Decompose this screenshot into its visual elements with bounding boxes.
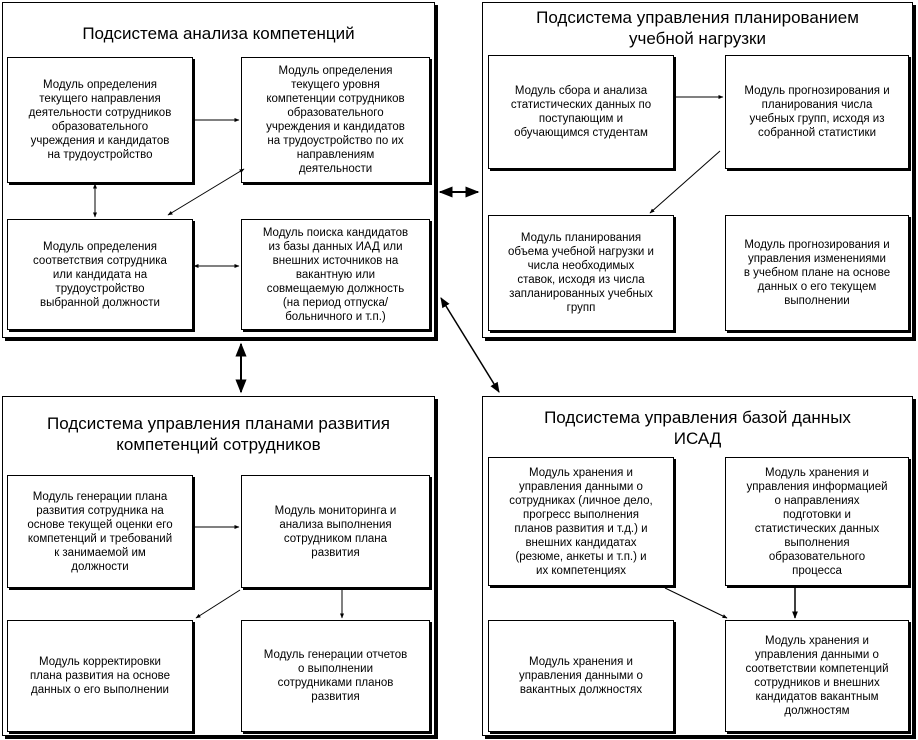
module-workload-volume: Модуль планирования объема учебной нагру… — [488, 215, 674, 331]
module-group-forecast: Модуль прогнозирования и планирования чи… — [725, 55, 909, 169]
module-plan-generation: Модуль генерации плана развития сотрудни… — [7, 475, 193, 588]
module-curriculum-forecast: Модуль прогнозирования и управления изме… — [725, 215, 909, 331]
module-report-generation: Модуль генерации отчетов о выполнении со… — [241, 620, 430, 732]
module-conformity-data: Модуль хранения и управления данными о с… — [725, 620, 909, 732]
module-student-statistics: Модуль сбора и анализа статистических да… — [488, 55, 674, 169]
subsystem-development-plans-title: Подсистема управления планами развития к… — [47, 414, 390, 454]
module-education-info: Модуль хранения и управления информацией… — [725, 457, 909, 586]
module-vacancies-data: Модуль хранения и управления данными о в… — [488, 620, 674, 732]
subsystem-database-title: Подсистема управления базой данных ИСАД — [544, 408, 851, 448]
module-plan-correction: Модуль корректировки плана развития на о… — [7, 620, 193, 732]
module-staff-data: Модуль хранения и управления данными о с… — [488, 457, 674, 586]
module-competency-level: Модуль определения текущего уровня компе… — [241, 57, 430, 183]
subsystem-competency-analysis-title: Подсистема анализа компетенций — [82, 24, 355, 43]
module-position-match: Модуль определения соответствия сотрудни… — [7, 219, 193, 330]
module-current-direction: Модуль определения текущего направления … — [7, 57, 193, 183]
module-candidate-search: Модуль поиска кандидатов из базы данных … — [241, 219, 430, 330]
module-plan-monitoring: Модуль мониторинга и анализа выполнения … — [241, 475, 430, 588]
subsystem-workload-planning-title: Подсистема управления планированием учеб… — [536, 8, 859, 48]
